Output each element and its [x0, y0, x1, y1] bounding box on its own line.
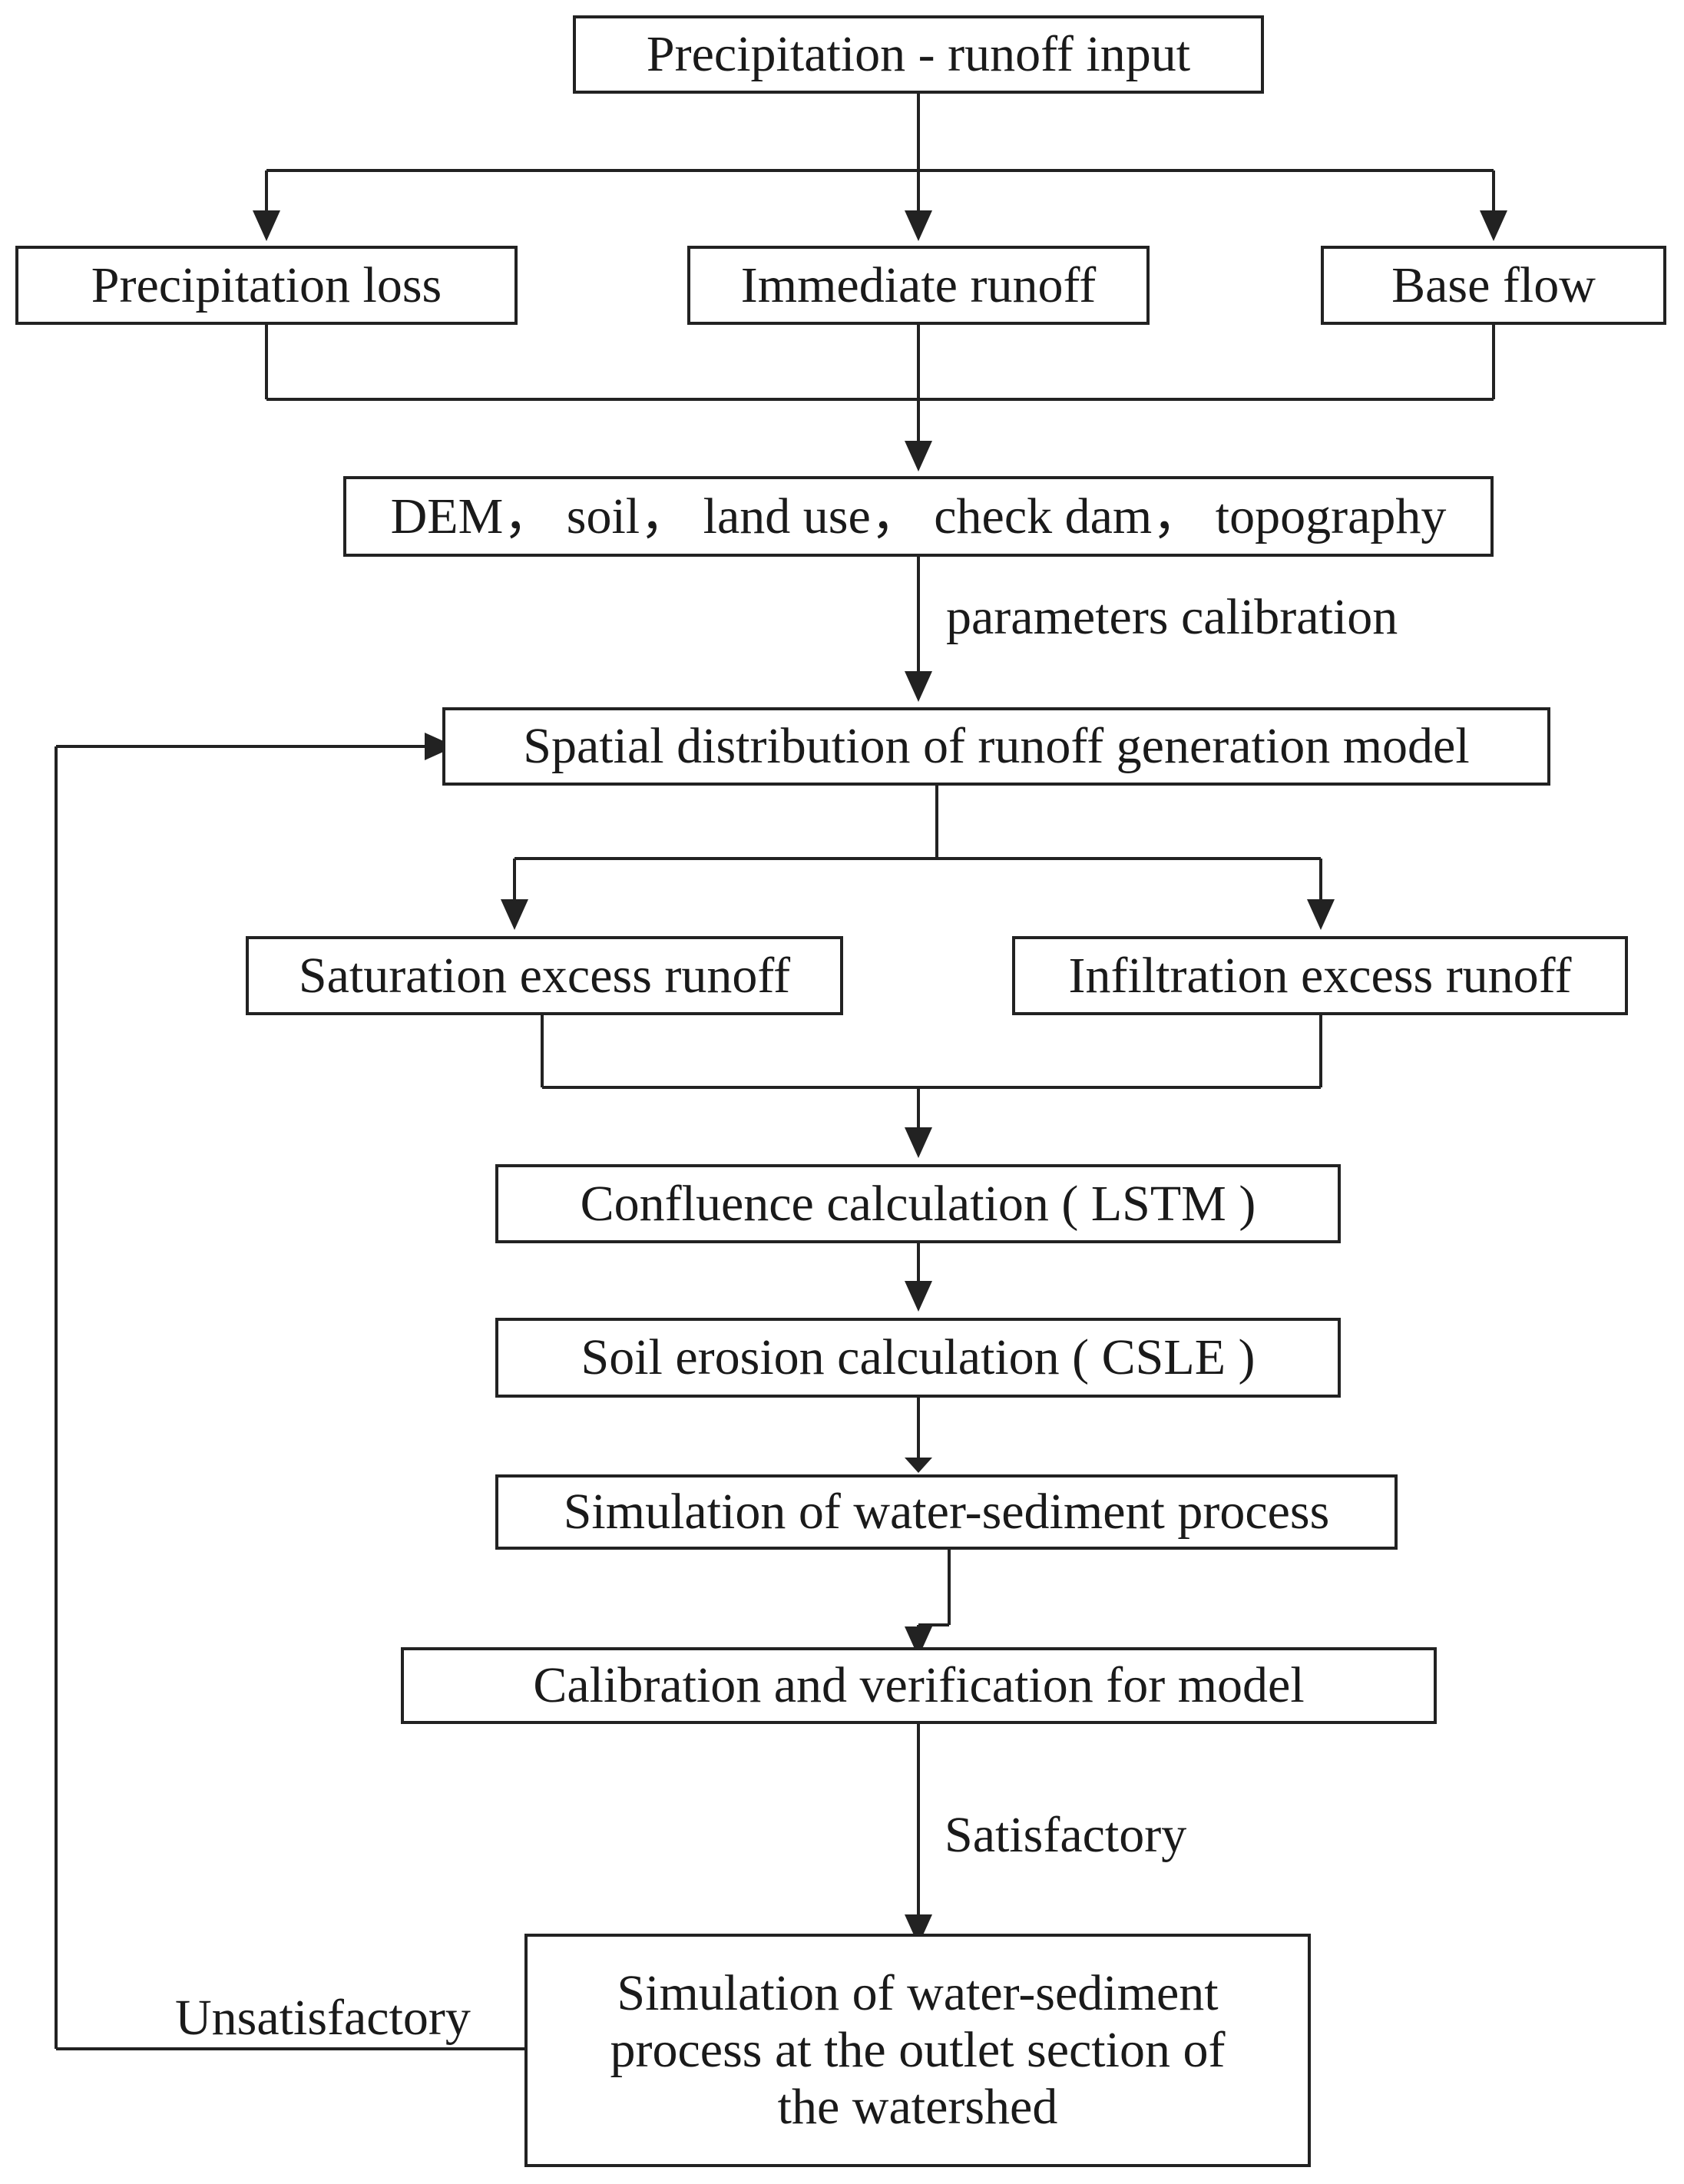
arrowhead-outlet: [905, 1914, 932, 1945]
outlet-line-2: process at the outlet section of: [610, 2022, 1226, 2079]
label-satisfactory: Satisfactory: [945, 1807, 1187, 1863]
node-immediate-runoff: Immediate runoff: [687, 246, 1150, 325]
arrowhead-feedback: [425, 733, 455, 760]
label-unsatisfactory: Unsatisfactory: [175, 1990, 471, 2046]
node-data-layers: DEM， soil， land use， check dam， topograp…: [343, 476, 1494, 557]
arrowhead-saturation: [501, 899, 528, 930]
arrowhead-immediate-runoff: [905, 210, 932, 241]
node-simulation-process: Simulation of water-sediment process: [495, 1474, 1398, 1550]
arrowhead-soil-erosion: [905, 1281, 932, 1312]
node-precipitation-loss: Precipitation loss: [15, 246, 518, 325]
arrowhead-precip-loss: [253, 210, 280, 241]
node-confluence: Confluence calculation ( LSTM ): [495, 1164, 1341, 1243]
node-outlet-simulation: Simulation of water-sediment process at …: [524, 1934, 1311, 2167]
outlet-line-1: Simulation of water-sediment: [617, 1965, 1219, 2022]
arrowhead-base-flow: [1480, 210, 1507, 241]
node-soil-erosion: Soil erosion calculation ( CSLE ): [495, 1318, 1341, 1398]
arrowhead-simulation: [905, 1458, 932, 1473]
arrowhead-infiltration: [1307, 899, 1335, 930]
node-saturation-excess: Saturation excess runoff: [246, 936, 843, 1015]
node-infiltration-excess: Infiltration excess runoff: [1012, 936, 1628, 1015]
node-input: Precipitation - runoff input: [573, 15, 1264, 94]
arrowhead-data-layers: [905, 441, 932, 472]
arrowhead-calibration: [905, 1626, 932, 1657]
arrowhead-spatial-model: [905, 671, 932, 702]
arrowhead-confluence: [905, 1127, 932, 1158]
node-calibration: Calibration and verification for model: [401, 1647, 1437, 1724]
outlet-line-3: the watershed: [777, 2078, 1058, 2135]
label-parameters-calibration: parameters calibration: [946, 589, 1398, 645]
node-base-flow: Base flow: [1321, 246, 1666, 325]
node-spatial-model: Spatial distribution of runoff generatio…: [442, 707, 1550, 786]
